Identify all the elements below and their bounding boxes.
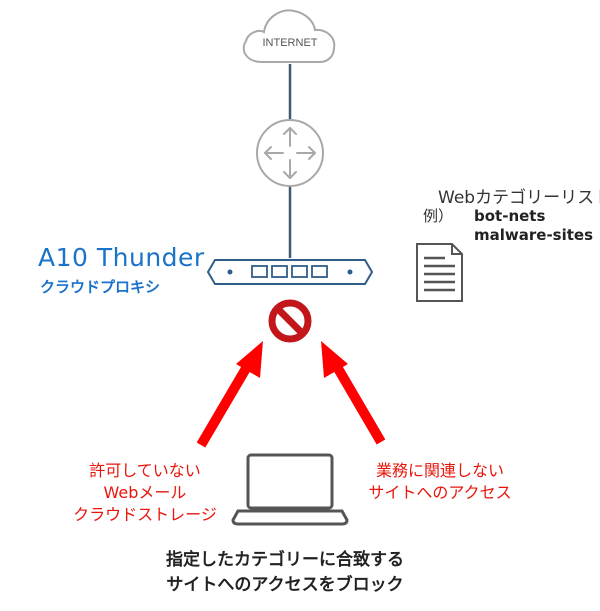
device-subtitle: クラウドプロキシ	[40, 278, 161, 296]
category-list-title: Webカテゴリーリスト	[438, 188, 600, 208]
document-icon	[416, 243, 463, 302]
block-icon	[268, 299, 312, 343]
blocked-webmail-storage-text: 許可していない Webメール クラウドストレージ	[60, 460, 230, 526]
category-item: malware-sites	[474, 226, 594, 244]
laptop-icon	[231, 453, 349, 526]
internet-label: INTERNET	[263, 37, 318, 49]
caption-line: 指定したカテゴリーに合致する	[166, 550, 404, 570]
device-name: A10 Thunder	[38, 243, 205, 272]
left-block-arrow	[196, 341, 263, 448]
blocked-right-line: 業務に関連しない	[375, 461, 504, 480]
cloud-icon: INTERNET	[242, 9, 336, 63]
blocked-unrelated-sites-text: 業務に関連しない サイトへのアクセス	[345, 460, 535, 504]
blocked-left-line: Webメール	[103, 483, 187, 502]
blocked-right-line: サイトへのアクセス	[368, 483, 512, 502]
category-example-label: 例）	[423, 207, 454, 225]
diagram-caption: 指定したカテゴリーに合致する サイトへのアクセスをブロック	[120, 548, 450, 598]
blocked-left-line: 許可していない	[89, 461, 201, 480]
right-block-arrow	[321, 341, 386, 445]
caption-line: サイトへのアクセスをブロック	[166, 575, 404, 595]
blocked-left-line: クラウドストレージ	[73, 505, 217, 524]
router-icon	[256, 119, 324, 187]
thunder-device-icon	[206, 259, 374, 285]
category-item: bot-nets	[474, 207, 546, 225]
